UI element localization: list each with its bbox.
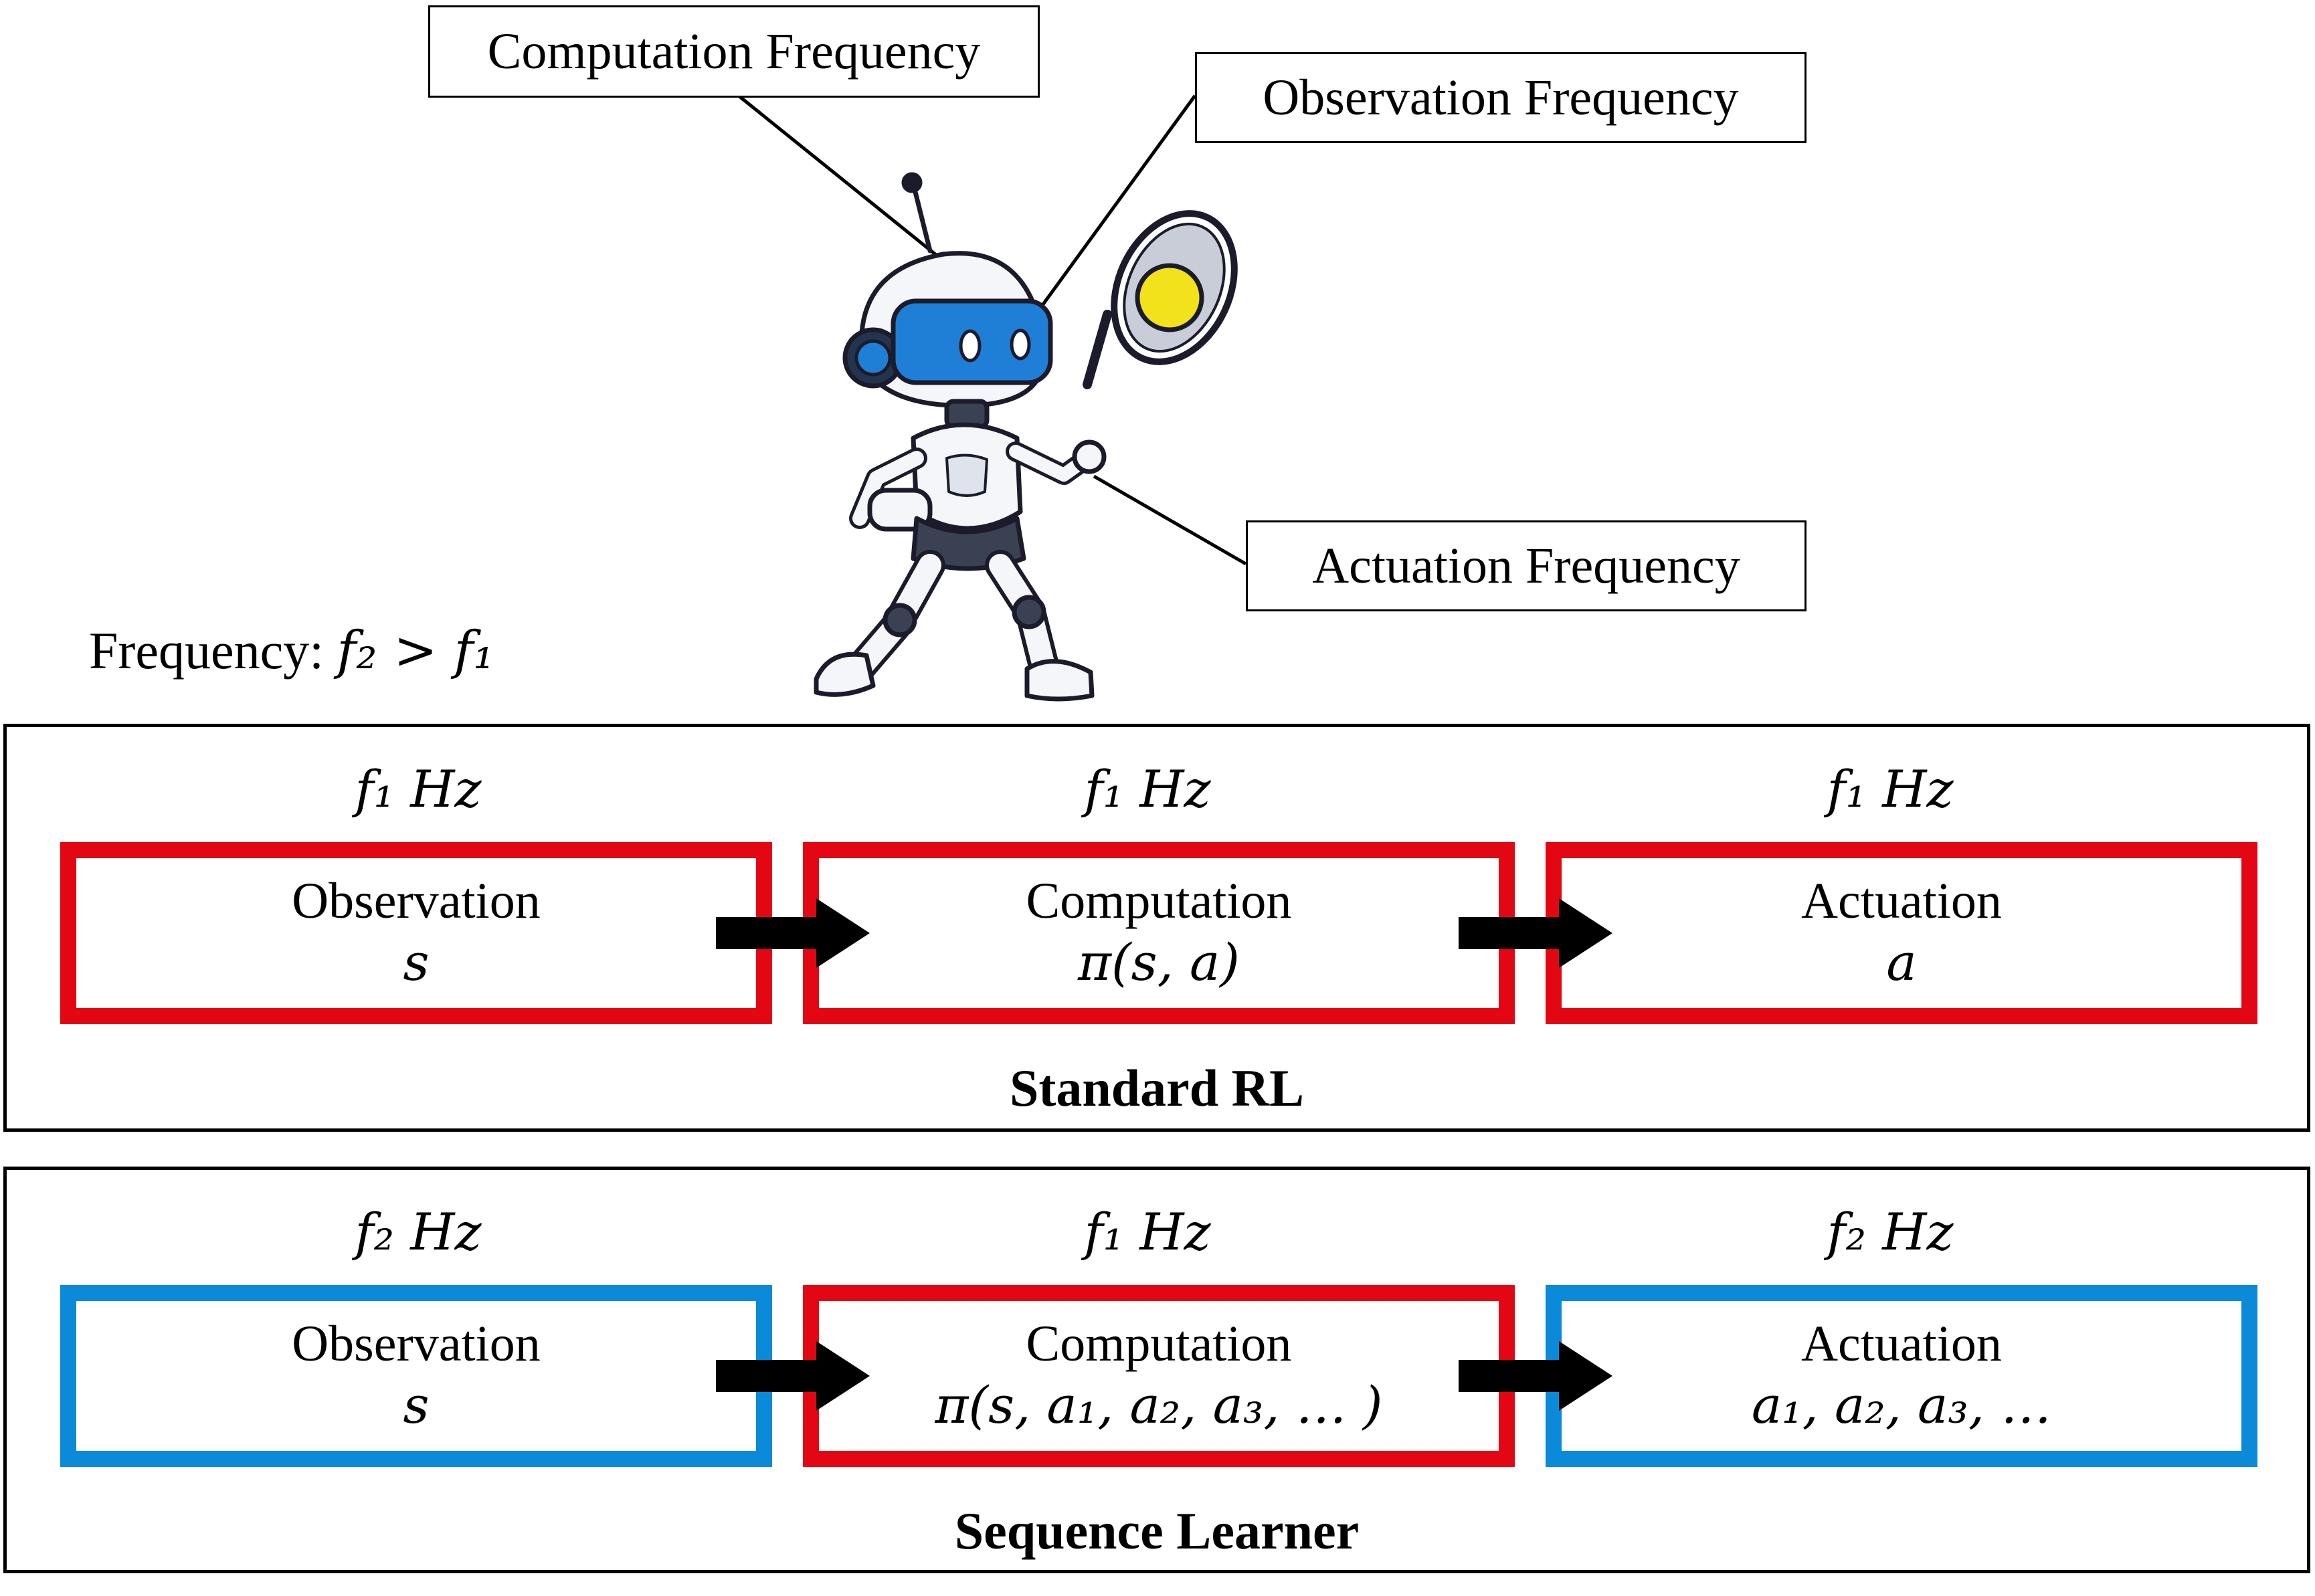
actuation-stage-title: Actuation — [1801, 1315, 2002, 1372]
computation-stage-formula: π(s, a) — [1078, 932, 1240, 993]
actuation-stage-formula: a₁, a₂, a₃, … — [1751, 1375, 2052, 1435]
leader-lines — [735, 92, 1247, 566]
computation-leader-line — [735, 92, 961, 276]
computation-stage-title: Computation — [1026, 1315, 1292, 1372]
actuation-stage-formula: a — [1886, 932, 1917, 993]
actuation-leader-line — [1093, 474, 1247, 566]
arrow-right-icon — [1459, 898, 1612, 968]
computation-stage: Computation π(s, a) — [803, 842, 1515, 1024]
frequency-legend: Frequency: f₂ > f₁ — [89, 621, 494, 681]
observation-leader-line — [1023, 94, 1197, 330]
frequency-legend-prefix: Frequency: — [89, 621, 337, 680]
actuation-frequency-callout: Actuation Frequency — [1246, 520, 1807, 611]
observation-stage: Observation s — [60, 1285, 772, 1467]
computation-stage-formula: π(s, a₁, a₂, a₃, … ) — [935, 1375, 1383, 1435]
observation-stage-title: Observation — [292, 872, 541, 929]
observation-frequency-callout: Observation Frequency — [1195, 52, 1807, 143]
arrow-right-icon — [1459, 1341, 1612, 1411]
observation-stage: Observation s — [60, 842, 772, 1024]
observation-frequency-label: f₁ Hz — [355, 759, 482, 819]
observation-stage-title: Observation — [292, 1315, 541, 1372]
actuation-frequency-label: f₁ Hz — [1827, 759, 1954, 819]
panel-caption: Sequence Learner — [954, 1502, 1360, 1560]
frequency-legend-expression: f₂ > f₁ — [337, 621, 494, 681]
actuation-stage-title: Actuation — [1801, 872, 2002, 929]
sequence-learner-panel: f₂ Hz f₁ Hz f₂ Hz Observation s Computat… — [3, 1167, 2310, 1573]
standard-rl-panel: f₁ Hz f₁ Hz f₁ Hz Observation s Computat… — [3, 724, 2310, 1132]
actuation-frequency-label: f₂ Hz — [1827, 1202, 1954, 1262]
observation-frequency-label: f₂ Hz — [355, 1202, 482, 1262]
arrow-right-icon — [716, 898, 870, 968]
actuation-stage: Actuation a₁, a₂, a₃, … — [1546, 1285, 2257, 1467]
observation-stage-formula: s — [403, 1375, 430, 1435]
panel-caption: Standard RL — [1010, 1059, 1304, 1117]
computation-frequency-label: f₁ Hz — [1084, 1202, 1211, 1262]
computation-frequency-callout: Computation Frequency — [428, 5, 1040, 98]
actuation-stage: Actuation a — [1546, 842, 2257, 1024]
observation-stage-formula: s — [403, 932, 430, 993]
arrow-right-icon — [716, 1341, 870, 1411]
tennis-ball-icon — [1135, 263, 1204, 332]
computation-stage-title: Computation — [1026, 872, 1292, 929]
computation-stage: Computation π(s, a₁, a₂, a₃, … ) — [803, 1285, 1515, 1467]
computation-frequency-label: f₁ Hz — [1084, 759, 1211, 819]
robot-tennis-player-illustration — [814, 172, 1238, 702]
